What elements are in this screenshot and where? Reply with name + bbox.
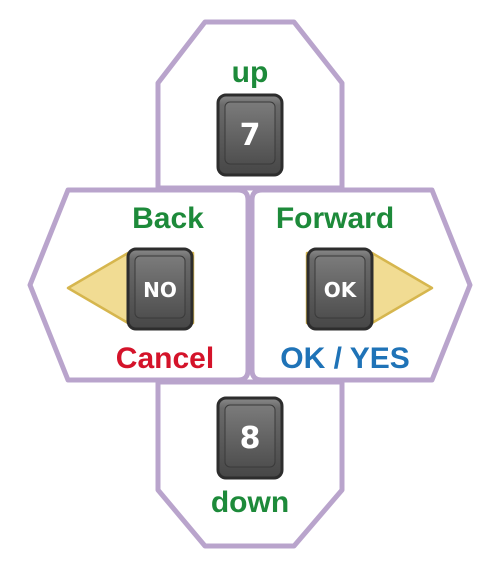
key-7-button[interactable]: 7 xyxy=(216,93,284,177)
key-7-label: 7 xyxy=(240,118,261,153)
key-8-button[interactable]: 8 xyxy=(216,396,284,480)
forward-label: Forward xyxy=(276,202,394,235)
cancel-label: Cancel xyxy=(116,342,214,375)
key-ok-button[interactable]: OK xyxy=(306,247,374,331)
down-label: down xyxy=(211,486,289,519)
up-label: up xyxy=(232,56,269,89)
back-label: Back xyxy=(132,202,204,235)
ok-yes-label: OK / YES xyxy=(280,342,410,375)
key-8-label: 8 xyxy=(240,421,261,456)
key-ok-label: OK xyxy=(324,278,358,302)
key-no-button[interactable]: NO xyxy=(126,247,194,331)
key-no-label: NO xyxy=(143,278,177,302)
